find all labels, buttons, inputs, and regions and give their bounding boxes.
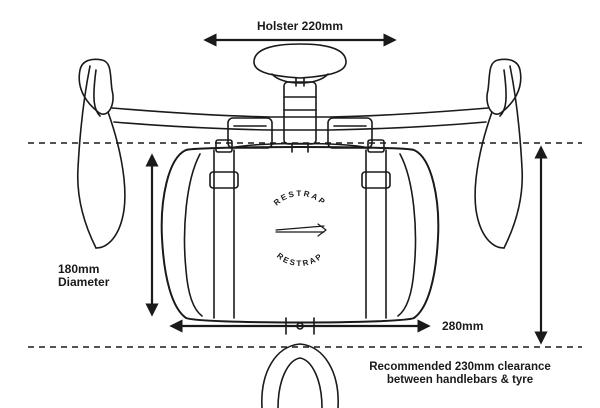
clearance-line-2: between handlebars & tyre (386, 374, 534, 386)
right-brake-lever (474, 58, 524, 249)
logo-bottom-text: RESTRAP (275, 251, 323, 268)
holster-label: Holster 220mm (256, 19, 344, 33)
width-label: 280mm (442, 319, 484, 333)
diameter-label: 180mm Diameter (58, 263, 138, 289)
svg-text:RESTRAP: RESTRAP (272, 189, 328, 208)
left-brake-lever (76, 58, 126, 249)
clearance-label: Recommended 230mm clearance between hand… (340, 361, 580, 387)
logo-top-text: RESTRAP (272, 189, 326, 208)
diameter-caption: Diameter (58, 275, 110, 289)
left-strap (209, 139, 239, 319)
handlebar (111, 107, 489, 131)
right-strap (361, 139, 391, 319)
restrap-logo (275, 223, 327, 237)
saddle (253, 43, 347, 87)
svg-text:RESTRAP: RESTRAP (275, 251, 325, 268)
diameter-value: 180mm (58, 262, 100, 276)
clearance-lines (28, 142, 582, 348)
fork (261, 317, 339, 408)
clearance-line-1: Recommended 230mm clearance (369, 361, 551, 373)
bar-bag (160, 142, 440, 324)
